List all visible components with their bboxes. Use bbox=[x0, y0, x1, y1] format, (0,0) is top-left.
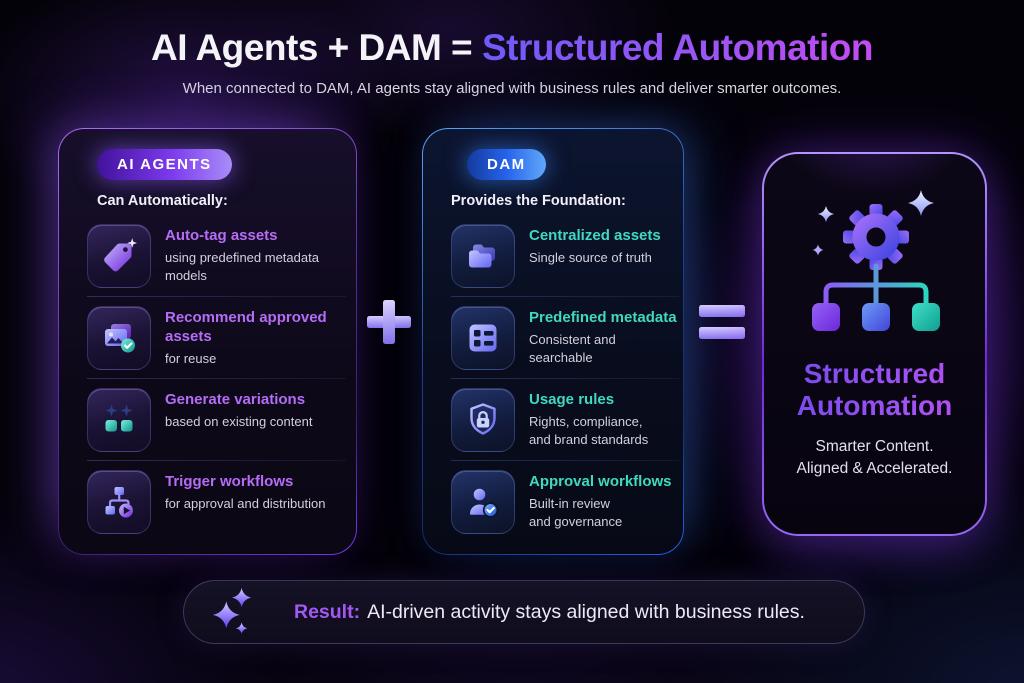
ai-agents-badge: AI AGENTS bbox=[97, 149, 232, 180]
result-bar-message: AI-driven activity stays aligned with bu… bbox=[367, 600, 805, 623]
list-item: Trigger workflows for approval and distr… bbox=[87, 461, 346, 542]
plus-icon bbox=[367, 300, 411, 344]
dam-card: DAM Provides the Foundation: Centralized… bbox=[422, 128, 684, 555]
result-card-subtitle-line2: Aligned & Accelerated. bbox=[796, 460, 953, 478]
sparkle-squares-icon bbox=[87, 388, 151, 452]
item-description: Built-in review and governance bbox=[529, 495, 623, 529]
item-title: Generate variations bbox=[165, 391, 306, 408]
list-item: Centralized assets Single source of trut… bbox=[451, 215, 679, 296]
result-card-subtitle: Smarter Content. Aligned & Accelerated. bbox=[797, 436, 953, 481]
list-item: Usage rules Rights, compliance, and bran… bbox=[451, 379, 679, 460]
images-check-icon bbox=[87, 306, 151, 370]
result-bar-text: Result: AI-driven activity stays aligned … bbox=[294, 601, 805, 624]
item-description: based on existing content bbox=[165, 413, 313, 429]
result-card-title: Structured Automation bbox=[797, 358, 953, 422]
shield-lock-icon bbox=[451, 388, 515, 452]
equals-icon bbox=[699, 304, 745, 340]
page-title-plain: AI Agents + DAM = bbox=[151, 27, 482, 68]
divider bbox=[87, 460, 346, 461]
divider bbox=[451, 460, 679, 461]
item-description: Single source of truth bbox=[529, 249, 652, 265]
workflow-play-icon bbox=[87, 470, 151, 534]
metadata-grid-icon bbox=[451, 306, 515, 370]
page-subtitle: When connected to DAM, AI agents stay al… bbox=[182, 80, 842, 97]
ai-agents-intro: Can Automatically: bbox=[97, 193, 228, 209]
structured-automation-card: Structured Automation Smarter Content. A… bbox=[762, 152, 987, 536]
item-description: Rights, compliance, and brand standards bbox=[529, 413, 649, 447]
folders-icon bbox=[451, 224, 515, 288]
item-title: Approval workflows bbox=[529, 473, 672, 490]
gear-hierarchy-icon bbox=[811, 190, 940, 331]
result-bar: Result: AI-driven activity stays aligned … bbox=[183, 580, 865, 644]
result-card-title-line2: Automation bbox=[796, 389, 953, 421]
item-title: Auto-tag assets bbox=[165, 227, 278, 244]
item-title: Predefined metadata bbox=[529, 309, 677, 326]
list-item: Approval workflows Built-in review and g… bbox=[451, 461, 679, 542]
item-title: Usage rules bbox=[529, 391, 615, 408]
item-title: Trigger workflows bbox=[165, 473, 294, 490]
divider bbox=[87, 296, 346, 297]
item-description: Consistent and searchable bbox=[529, 331, 616, 365]
dam-badge: DAM bbox=[467, 149, 546, 180]
list-item: Recommend approved assets for reuse bbox=[87, 297, 346, 378]
list-item: Generate variations based on existing co… bbox=[87, 379, 346, 460]
divider bbox=[451, 296, 679, 297]
sparkles-icon bbox=[212, 588, 252, 635]
item-description: for reuse bbox=[165, 350, 217, 366]
item-description: for approval and distribution bbox=[165, 495, 326, 511]
result-card-subtitle-line1: Smarter Content. bbox=[815, 437, 934, 455]
divider bbox=[87, 378, 346, 379]
dam-intro: Provides the Foundation: bbox=[451, 193, 626, 209]
list-item: Auto-tag assets using predefined metadat… bbox=[87, 215, 346, 296]
page-title: AI Agents + DAM = Structured Automation bbox=[0, 27, 1024, 69]
divider bbox=[451, 378, 679, 379]
item-description: using predefined metadata models bbox=[165, 249, 319, 283]
user-check-icon bbox=[451, 470, 515, 534]
ai-agents-card: AI AGENTS Can Automatically: Auto-tag as… bbox=[58, 128, 357, 555]
item-title: Recommend approved assets bbox=[165, 309, 327, 345]
page-title-accent: Structured Automation bbox=[481, 27, 874, 68]
result-card-title-line1: Structured bbox=[803, 358, 946, 389]
tag-icon bbox=[87, 224, 151, 288]
result-bar-label: Result: bbox=[294, 600, 361, 623]
item-title: Centralized assets bbox=[529, 227, 661, 244]
list-item: Predefined metadata Consistent and searc… bbox=[451, 297, 679, 378]
